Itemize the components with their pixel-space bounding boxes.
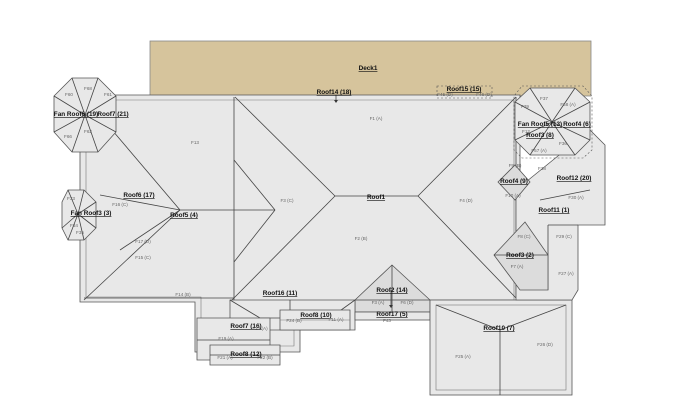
face-label: F10 (A) <box>505 193 521 198</box>
face-label: F24 (B) <box>286 318 302 323</box>
roof-label-roof6: Roof6 (17) <box>123 192 154 199</box>
face-label: F37 <box>540 96 548 101</box>
face-label: F19 (A) <box>218 336 234 341</box>
roof-label-roof14: Roof14 (18) <box>317 89 352 96</box>
roof-label-roof2: Roof2 (14) <box>376 287 407 294</box>
face-label: F36 <box>559 141 567 146</box>
roof-label-roof8-12: Roof8 (12) <box>230 351 261 358</box>
roof-label-roof5: Roof5 (4) <box>170 212 198 219</box>
roof-label-fan-roof6: Fan Roof6 (19) <box>54 111 98 118</box>
face-label: F1 (A) <box>370 116 383 121</box>
face-label: F58 (A) <box>560 102 576 107</box>
face-label: F60 <box>65 92 73 97</box>
face-label: F39 <box>521 104 529 109</box>
face-label: F16 (C) <box>112 202 128 207</box>
face-label: F7 (A) <box>511 264 524 269</box>
roof-label-roof17-5: Roof17 (5) <box>376 311 407 318</box>
roof-label-roof10: Roof10 (7) <box>483 325 514 332</box>
face-label: F15 (C) <box>135 255 151 260</box>
roof-label-roof7-21: Roof7 (21) <box>97 111 128 118</box>
face-label: F3 (C) <box>280 198 293 203</box>
roof-label-fan-roof5: Fan Roof5 (13) <box>518 121 562 128</box>
face-label: F43 <box>383 318 391 323</box>
face-label: F14 (B) <box>175 292 191 297</box>
roof-label-roof1: Roof1 <box>367 194 386 201</box>
face-label: F4 (D) <box>459 198 472 203</box>
roof-label-fan-roof3: Fan Roof3 (3) <box>71 210 112 217</box>
face-label: F29 (C) <box>556 234 572 239</box>
roof-label-roof12: Roof12 (20) <box>557 175 592 182</box>
face-label: F46 (D) <box>476 92 492 97</box>
face-label: F30 (A) <box>568 195 584 200</box>
roof4-9-area <box>497 164 531 201</box>
face-label: F62 <box>84 129 92 134</box>
roof-label-roof3-2: Roof3 (2) <box>506 252 534 259</box>
roof-label-roof16: Roof16 (11) <box>263 290 297 297</box>
face-label: F6 (D) <box>400 300 413 305</box>
face-label: F68 <box>84 86 92 91</box>
face-label: F23 (A) <box>252 326 268 331</box>
roof15-outline <box>436 85 493 99</box>
face-label: F25 (A) <box>455 354 471 359</box>
face-label: F17 (D) <box>135 239 151 244</box>
face-label: F3 (A) <box>372 300 385 305</box>
face-label: F2 (B) <box>355 236 368 241</box>
roof-label-roof15: Roof15 (15) <box>447 86 482 93</box>
face-label: F11 (A) <box>329 317 344 322</box>
face-label: F45 (D) <box>437 92 453 97</box>
face-label: F13 <box>191 140 199 145</box>
roof-label-roof4-9: Roof4 (9) <box>500 178 528 185</box>
roof-label-roof8-10: Roof8 (10) <box>300 312 331 319</box>
face-label: F12 <box>522 129 530 134</box>
deck-label: Deck1 <box>359 65 378 72</box>
face-label: F27 (A) <box>558 271 574 276</box>
face-label: F9 (B) <box>509 163 522 168</box>
face-label: F26 (D) <box>537 342 553 347</box>
face-label: F22 (B) <box>257 355 273 360</box>
roof-label-roof4-6: Roof4 (6) <box>563 121 591 128</box>
face-label: F35 <box>76 230 84 235</box>
face-label: F38 <box>538 166 546 171</box>
roof-label-roof11: Roof11 (1) <box>539 207 570 214</box>
face-label: F57 (A) <box>531 148 547 153</box>
face-label: F34 <box>70 223 78 228</box>
face-label: F8 (C) <box>517 234 530 239</box>
roof-label-roof7-16: Roof7 (16) <box>230 323 261 330</box>
roof-label-roof3-8: Roof3 (8) <box>526 132 554 139</box>
face-label: F21 (A) <box>217 355 233 360</box>
roof3-2-gable <box>493 221 549 291</box>
face-label: F33 <box>67 196 75 201</box>
deck-area <box>149 40 592 97</box>
face-label: F61 <box>104 92 112 97</box>
face-label: F66 <box>64 134 72 139</box>
roof10-area <box>429 299 573 396</box>
